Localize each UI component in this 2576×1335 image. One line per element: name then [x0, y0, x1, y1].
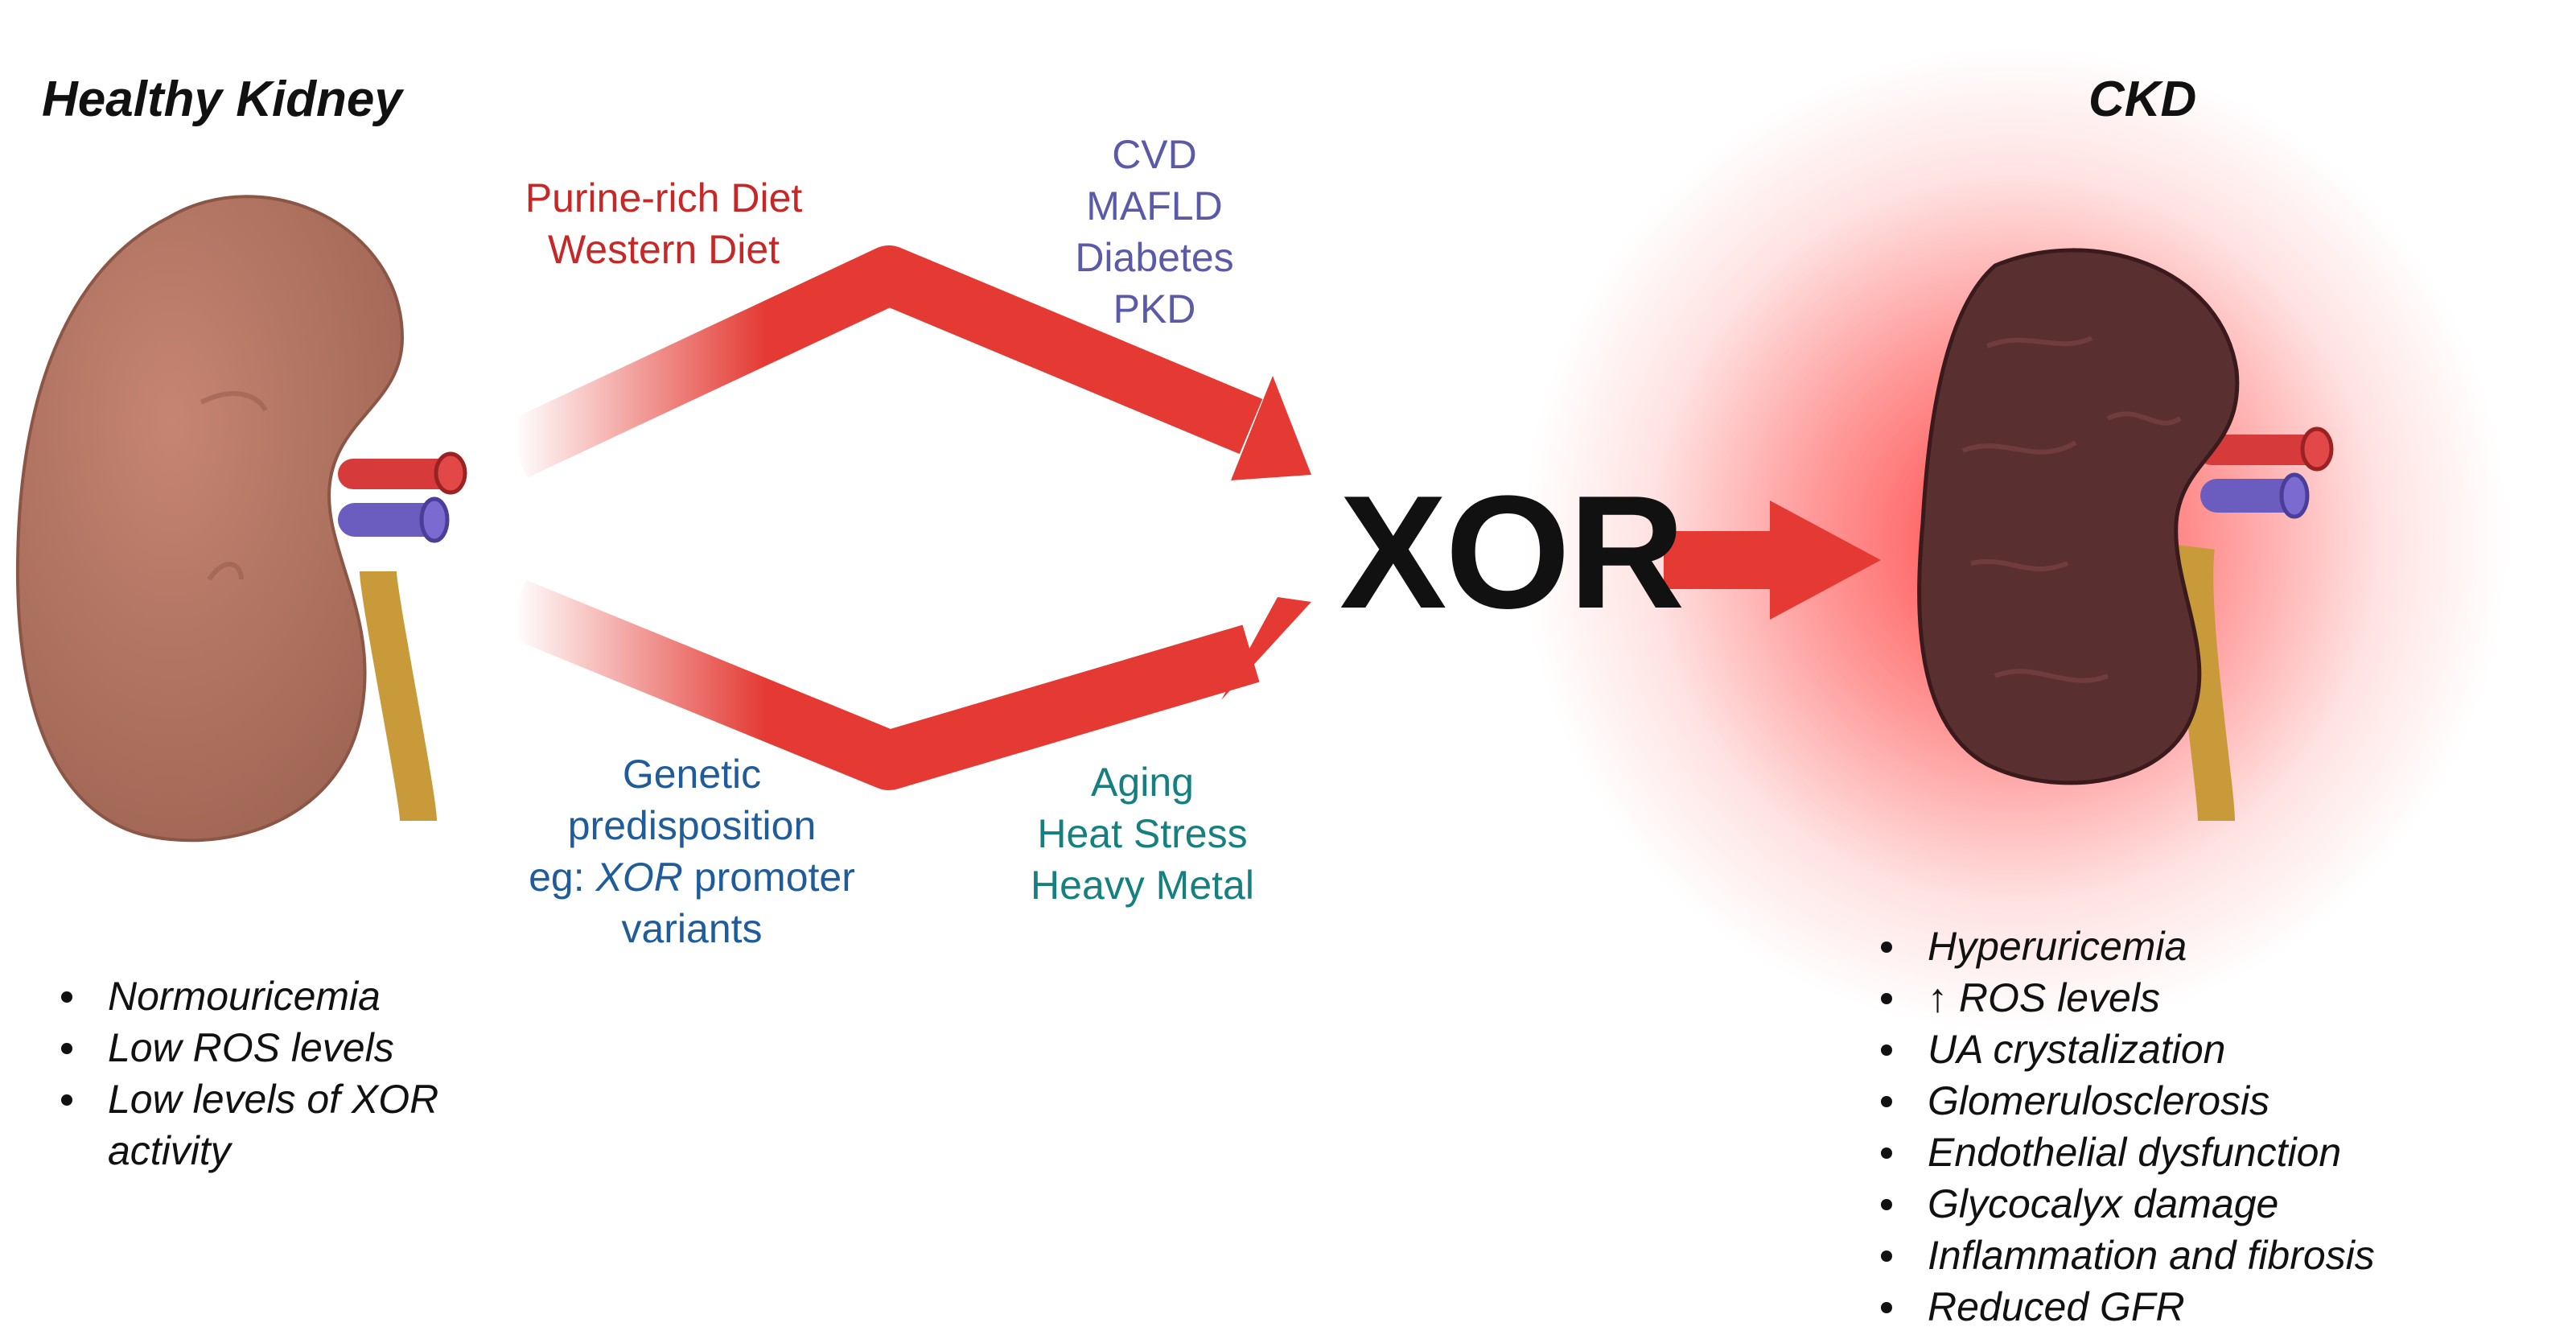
genetic-line: eg: XOR promoter	[499, 851, 885, 903]
genetic-prefix: eg:	[529, 855, 596, 900]
disease-factor-line: PKD	[1113, 286, 1196, 332]
diseased-kidney-illustration	[1917, 248, 2334, 822]
environment-factors: Aging Heat Stress Heavy Metal	[990, 756, 1295, 911]
list-item: Reduced GFR	[1874, 1281, 2375, 1333]
diet-factor-line: Purine-rich Diet	[525, 175, 803, 220]
list-item: Normouricemia	[55, 970, 438, 1022]
disease-factor-line: Diabetes	[1075, 235, 1234, 280]
environment-factor-line: Heavy Metal	[1031, 863, 1254, 908]
disease-factors: CVD MAFLD Diabetes PKD	[1046, 129, 1263, 335]
diet-factor-line: Western Diet	[547, 227, 780, 272]
upper-arrow	[502, 245, 1311, 480]
list-item: ↑ ROS levels	[1874, 972, 2375, 1024]
genetic-line: predisposition	[567, 803, 817, 848]
healthy-kidney-illustration	[15, 195, 467, 845]
diet-factors: Purine-rich Diet Western Diet	[507, 172, 821, 275]
list-item: Glycocalyx damage	[1874, 1178, 2375, 1230]
list-item: Low levels of XOR	[55, 1073, 438, 1125]
genetic-xor-italic: XOR	[595, 855, 683, 900]
list-item: Glomerulosclerosis	[1874, 1075, 2375, 1127]
disease-factor-line: CVD	[1112, 132, 1197, 177]
ckd-heading: CKD	[2088, 72, 2197, 127]
list-item: Inflammation and fibrosis	[1874, 1230, 2375, 1281]
genetic-line: Genetic	[622, 752, 762, 797]
list-item: Hyperuricemia	[1874, 921, 2375, 972]
environment-factor-line: Heat Stress	[1037, 811, 1248, 856]
healthy-kidney-heading: Healthy Kidney	[42, 72, 402, 127]
lower-arrow	[504, 579, 1311, 790]
lower-arrowhead	[1221, 597, 1311, 700]
list-item-continuation: activity	[108, 1128, 231, 1173]
genetic-factors: Genetic predisposition eg: XOR promoter …	[499, 748, 885, 954]
genetic-suffix: promoter	[682, 855, 855, 900]
disease-factor-line: MAFLD	[1086, 183, 1223, 229]
list-item: Endothelial dysfunction	[1874, 1127, 2375, 1178]
healthy-features-list: Normouricemia Low ROS levels Low levels …	[55, 970, 438, 1176]
genetic-line: variants	[621, 906, 763, 951]
upper-arrowhead	[1231, 376, 1311, 480]
ckd-features-list: Hyperuricemia ↑ ROS levels UA crystaliza…	[1874, 921, 2375, 1333]
environment-factor-line: Aging	[1091, 760, 1194, 805]
list-item: UA crystalization	[1874, 1024, 2375, 1075]
xor-to-ckd-arrow	[1664, 501, 1881, 620]
xor-label: XOR	[1339, 463, 1685, 642]
list-item: Low ROS levels	[55, 1022, 438, 1073]
